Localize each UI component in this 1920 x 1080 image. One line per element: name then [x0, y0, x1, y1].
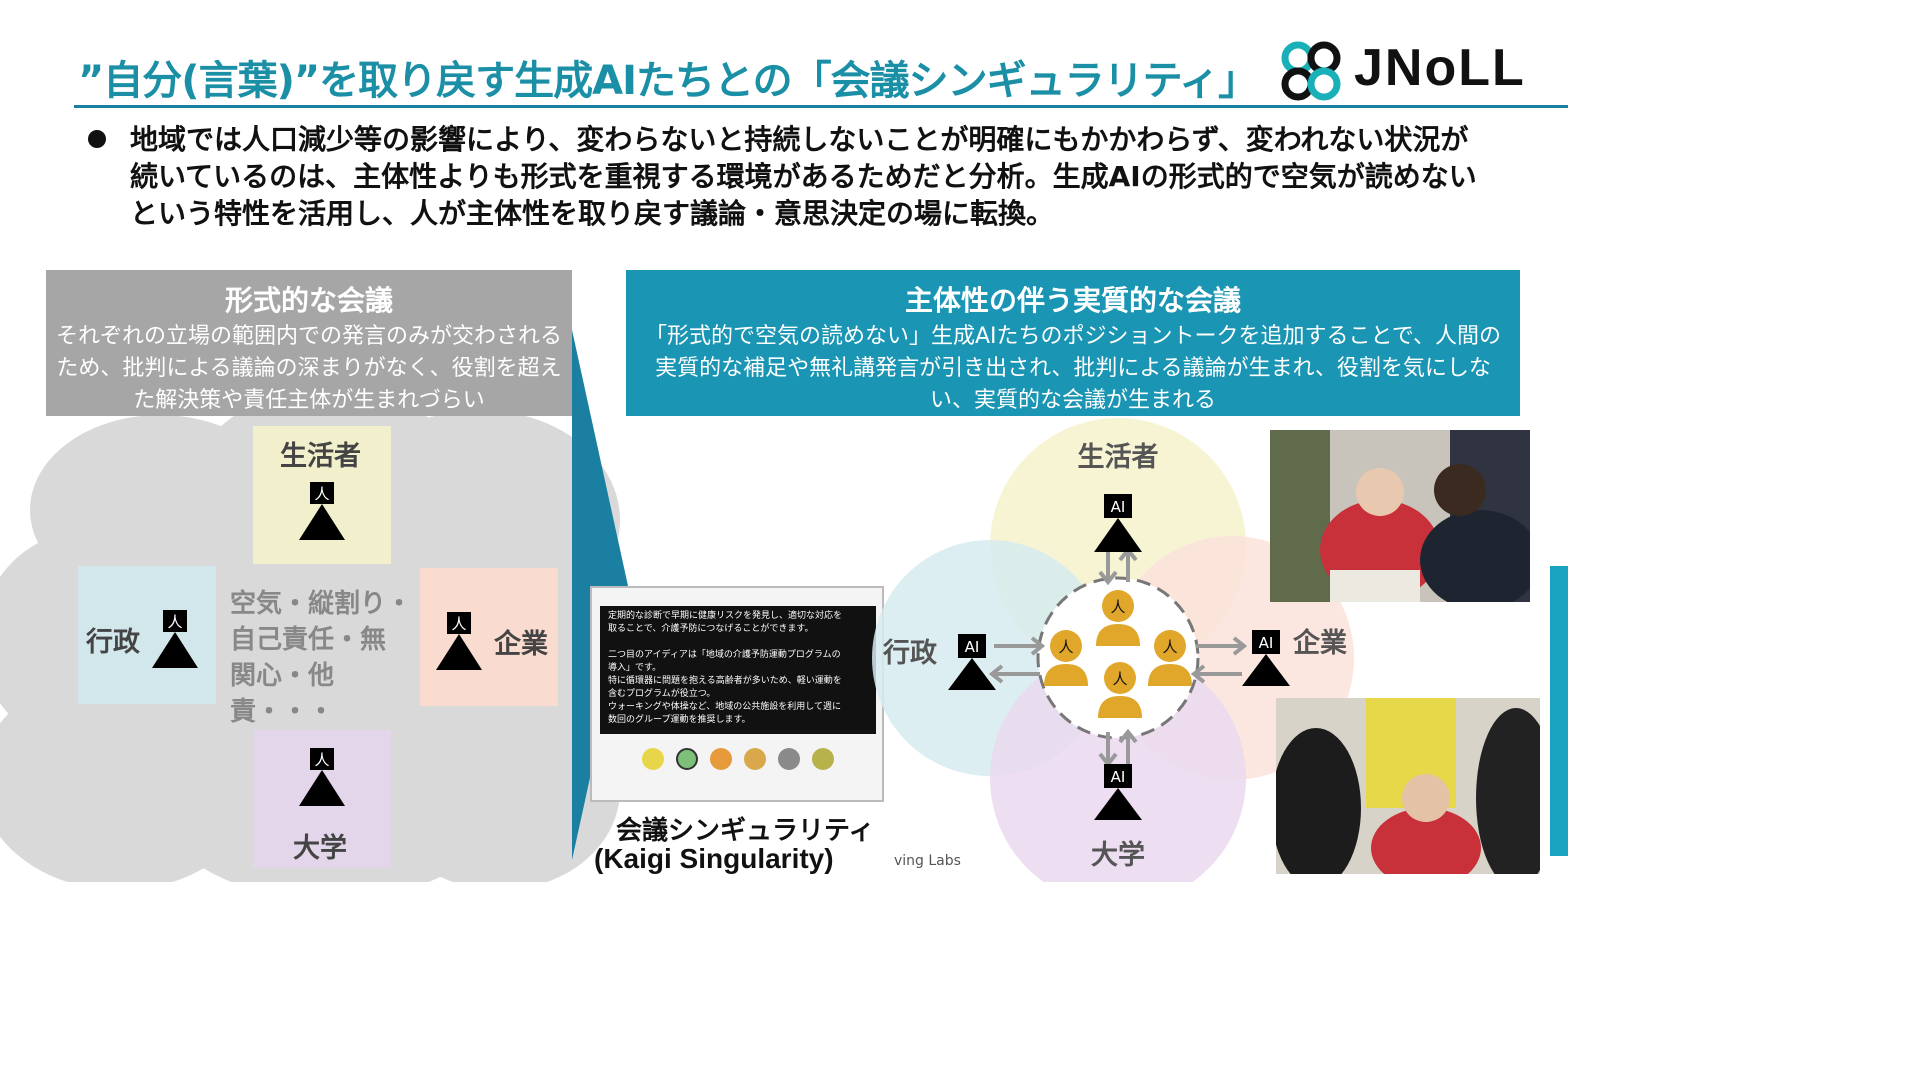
substantive-meeting-description: 「形式的で空気の読めない」生成AIたちのポジショントークを追加することで、人間の… — [626, 321, 1520, 417]
person-glyph: 人 — [1058, 638, 1073, 656]
box-daigaku: 人 大学 — [253, 730, 391, 868]
screen-line: 二つ目のアイディアは「地域の介護予防運動プログラムの — [608, 649, 868, 662]
person-glyph: 人 — [314, 751, 329, 769]
product-name-en: (Kaigi Singularity) — [594, 843, 834, 875]
box-gyosei: 行政 人 — [78, 566, 216, 704]
page-title: ”自分(言葉)”を取り戻す生成AIたちとの「会議シンギュラリティ」 — [78, 48, 1257, 106]
barriers-text: 空気・縦割り・ 自己責任・無 関心・他責・・・ — [230, 586, 420, 730]
app-chat-text: 定期的な診断で早期に健康リスクを発見し、適切な対応を 取ることで、介護予防につな… — [600, 606, 876, 734]
person-glyph: 人 — [1110, 598, 1125, 616]
box-seikatsu: 生活者 人 — [253, 426, 391, 564]
person-icon: 人 — [297, 748, 347, 808]
venn-label-gyosei: 行政 — [882, 637, 937, 669]
ai-glyph: AI — [1259, 634, 1274, 652]
person-glyph: 人 — [451, 615, 466, 633]
ai-avatar-icon — [744, 748, 766, 770]
barriers-line: 関心・他責・・・ — [230, 658, 420, 730]
barriers-line: 自己責任・無 — [230, 622, 420, 658]
ai-avatar-icon — [642, 748, 664, 770]
workshop-photo-1 — [1270, 430, 1530, 602]
screen-line: 数回のグループ運動を推奨します。 — [608, 714, 868, 727]
side-accent-bar — [1550, 566, 1568, 856]
ai-glyph: AI — [965, 638, 980, 656]
formal-meeting-header: 形式的な会議 それぞれの立場の範囲内での発言のみが交わされるため、批判による議論… — [46, 270, 572, 416]
box-kigyo: 人 企業 — [420, 568, 558, 706]
person-glyph: 人 — [1162, 638, 1177, 656]
ai-avatar-icon — [710, 748, 732, 770]
screen-line: 定期的な診断で早期に健康リスクを発見し、適切な対応を — [608, 610, 868, 623]
venn-label-kigyo: 企業 — [1293, 627, 1347, 659]
screen-line: ウォーキングや体操など、地域の公共施設を利用して週に — [608, 701, 868, 714]
screen-line: 特に循環器に問題を抱える高齢者が多いため、軽い運動を — [608, 675, 868, 688]
screen-line: 導入」です。 — [608, 662, 868, 675]
venn-label-seikatsu: 生活者 — [1078, 442, 1159, 473]
person-glyph: 人 — [167, 613, 182, 631]
jnoll-logo: JNoLL — [1276, 36, 1568, 106]
label-gyosei: 行政 — [86, 620, 140, 659]
ai-glyph: AI — [1111, 768, 1126, 786]
person-icon: 人 — [150, 610, 200, 670]
ai-avatar-icon — [812, 748, 834, 770]
workshop-photo-image — [1270, 430, 1530, 602]
label-seikatsu: 生活者 — [280, 434, 361, 473]
formal-meeting-description: それぞれの立場の範囲内での発言のみが交わされるため、批判による議論の深まりがなく… — [46, 321, 572, 417]
ai-avatar-icon — [778, 748, 800, 770]
product-name-ja: 会議シンギュラリティ — [616, 810, 874, 847]
barriers-line: 空気・縦割り・ — [230, 586, 420, 622]
screen-line — [608, 636, 868, 649]
person-icon: 人 — [297, 482, 347, 542]
substantive-meeting-title: 主体性の伴う実質的な会議 — [626, 279, 1520, 319]
screen-line: 取ることで、介護予防につなげることができます。 — [608, 623, 868, 636]
label-daigaku: 大学 — [293, 826, 347, 865]
substantive-meeting-header: 主体性の伴う実質的な会議 「形式的で空気の読めない」生成AIたちのポジショントー… — [626, 270, 1520, 416]
person-glyph: 人 — [314, 485, 329, 503]
label-kigyo: 企業 — [494, 622, 548, 661]
workshop-photo-image — [1276, 698, 1540, 874]
workshop-photo-2 — [1276, 698, 1540, 874]
app-screenshot: 定期的な診断で早期に健康リスクを発見し、適切な対応を 取ることで、介護予防につな… — [590, 586, 884, 802]
bullet-dot — [88, 130, 106, 148]
formal-meeting-title: 形式的な会議 — [46, 279, 572, 319]
venn-label-daigaku: 大学 — [1091, 839, 1145, 871]
logo-knot-icon — [1276, 38, 1346, 104]
logo-wordmark: JNoLL — [1354, 38, 1526, 98]
screen-line: 含むプログラムが役立つ。 — [608, 688, 868, 701]
person-glyph: 人 — [1112, 670, 1127, 688]
ai-glyph: AI — [1111, 498, 1126, 516]
person-icon: 人 — [434, 612, 484, 672]
ai-avatar-icon — [676, 748, 698, 770]
summary-text: 地域では人口減少等の影響により、変わらないと持続しないことが明確にもかかわらず、… — [130, 121, 1490, 232]
